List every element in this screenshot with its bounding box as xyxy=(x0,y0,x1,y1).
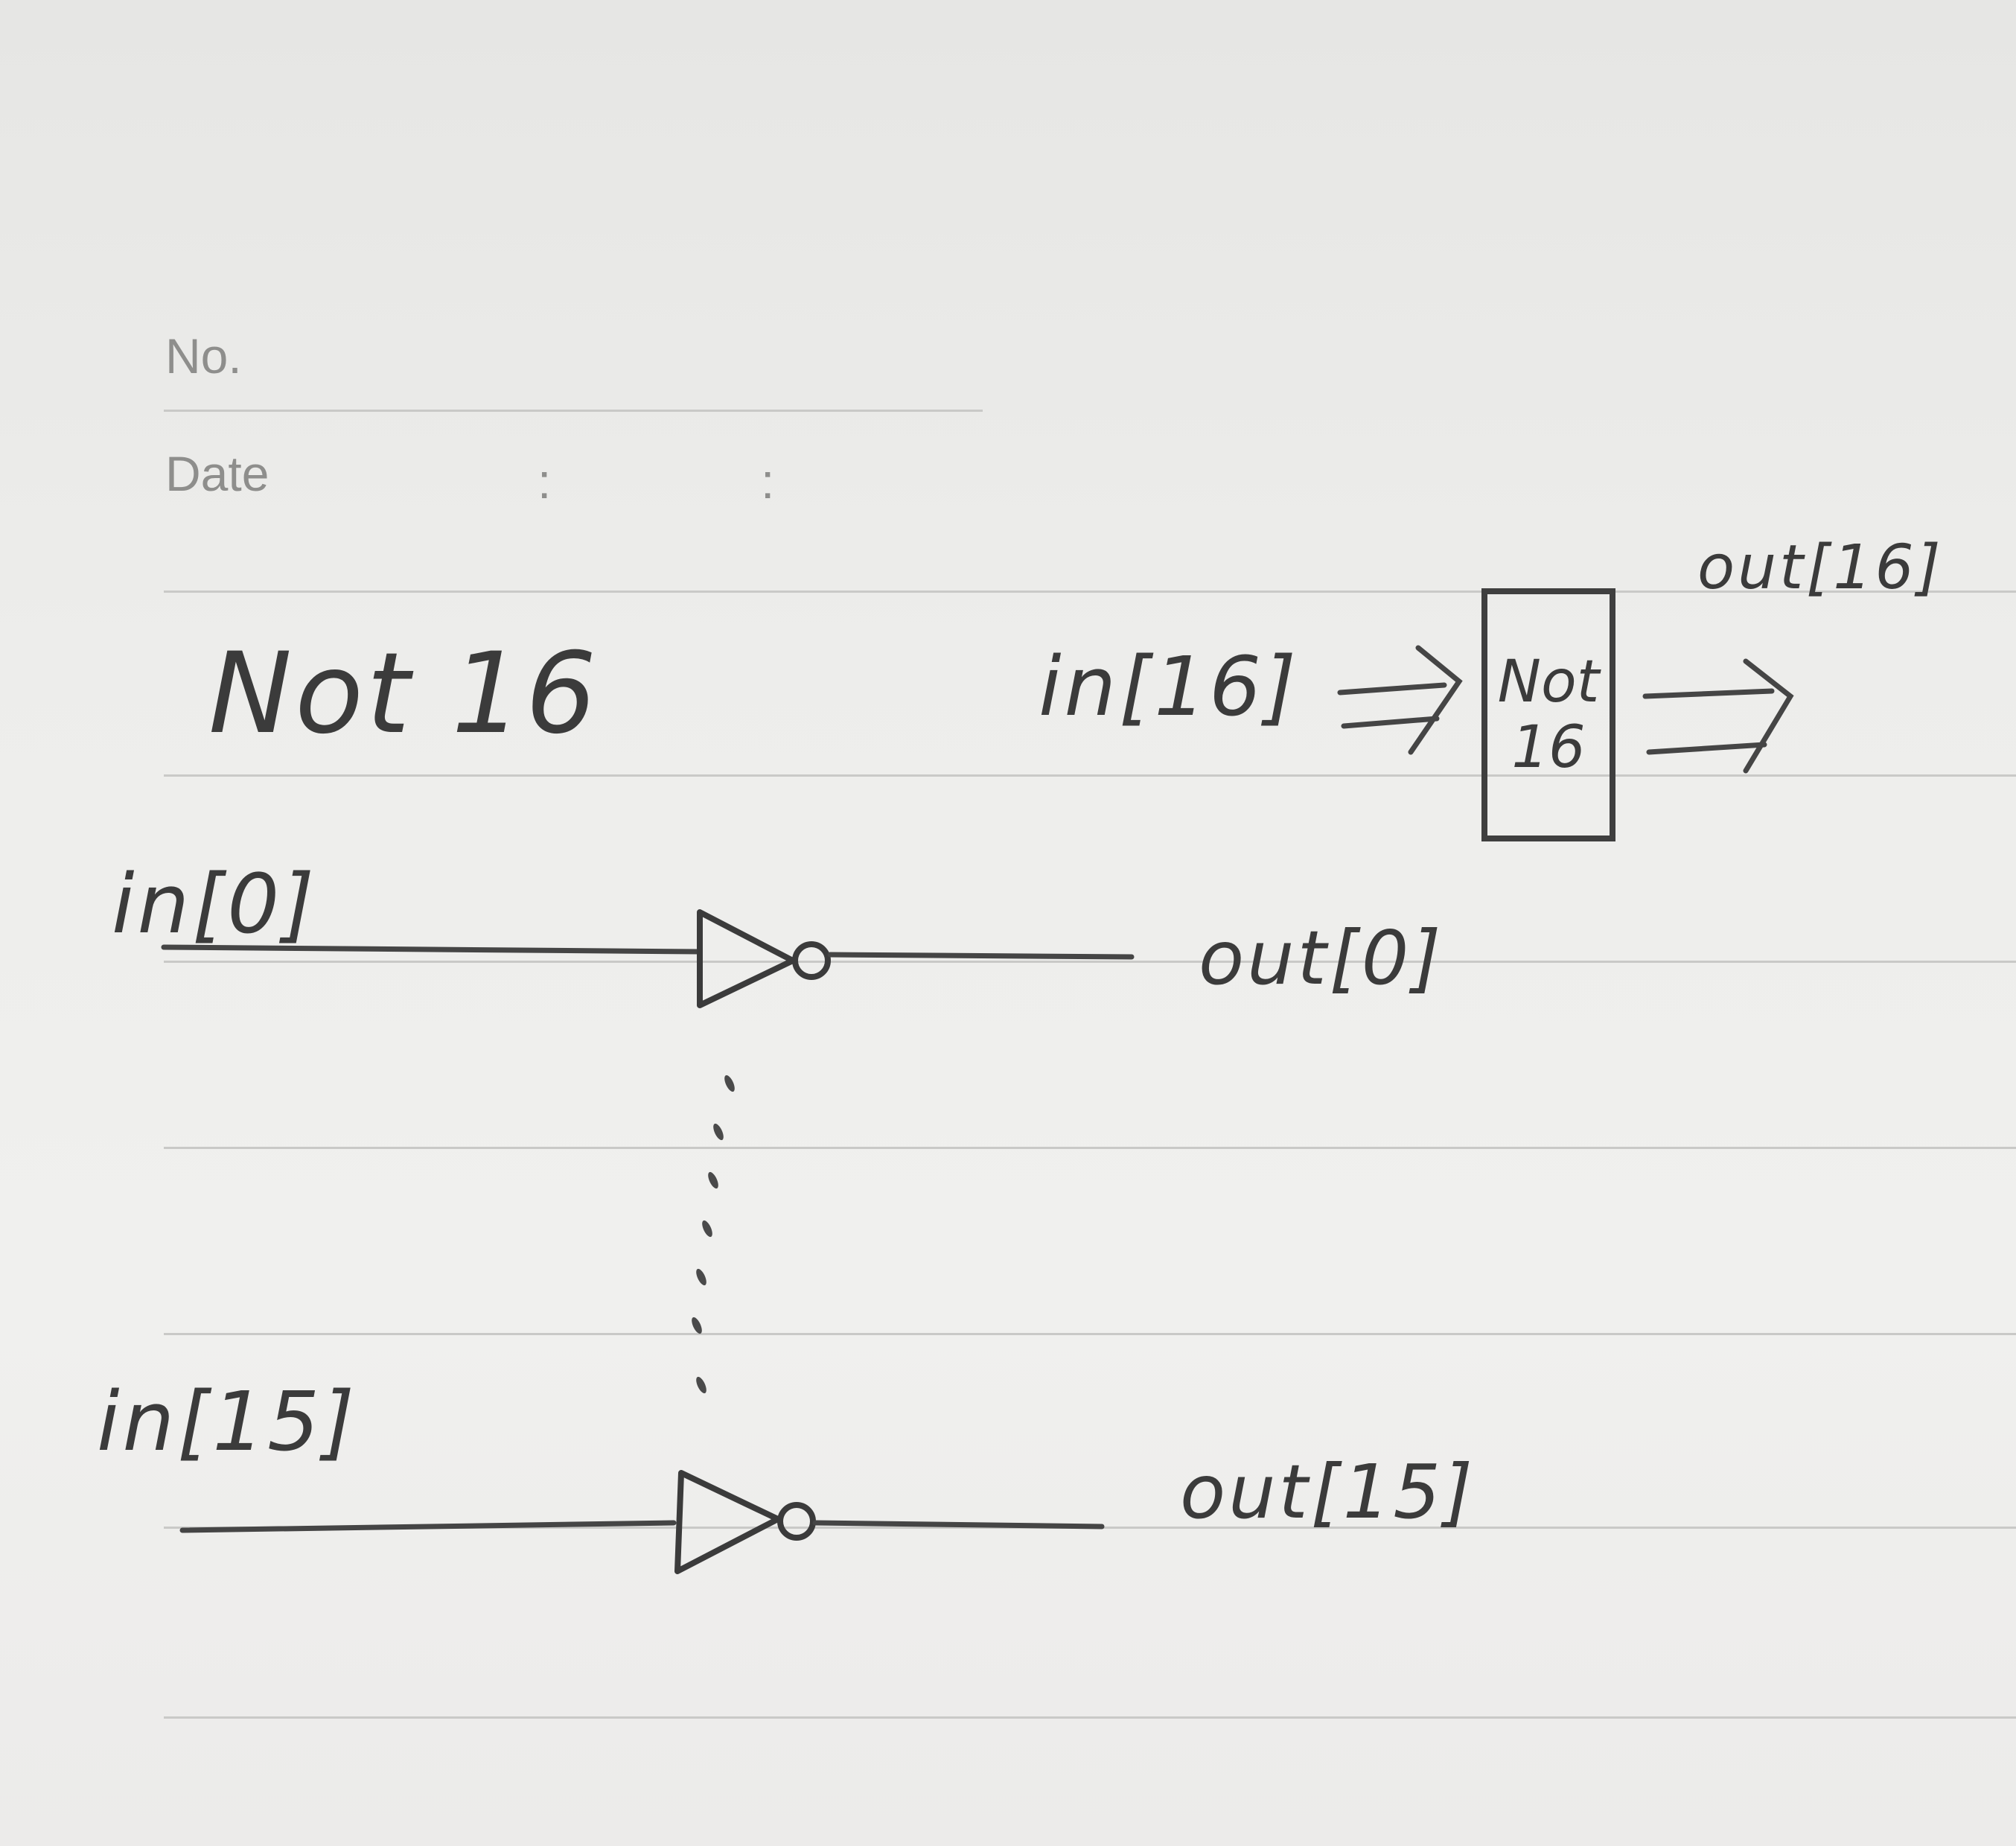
ruled-line-7 xyxy=(164,1716,2016,1719)
gate-15-input-wire xyxy=(179,1520,677,1533)
chip-name-line1: Not xyxy=(1497,649,1600,716)
gate-15-bubble xyxy=(777,1502,816,1541)
chip-output-label: out[16] xyxy=(1697,532,1944,603)
not-gate-0 xyxy=(161,909,1135,1008)
ruled-line-3 xyxy=(164,961,2016,963)
gate-0-input-wire xyxy=(161,944,703,955)
ruled-line-1 xyxy=(164,591,2016,593)
chip-input-arrow xyxy=(1337,645,1463,755)
not16-chip: Not 16 xyxy=(1481,588,1615,841)
gate-0-output-label: out[0] xyxy=(1199,914,1444,1002)
gate-0-output-wire xyxy=(827,952,1135,960)
gate-15-output-wire xyxy=(812,1520,1105,1530)
chip-input-label: in[16] xyxy=(1039,639,1300,734)
diagram-title: Not 16 xyxy=(208,629,600,759)
ruled-line-2 xyxy=(164,774,2016,777)
ellipsis-dots xyxy=(692,1075,735,1394)
gate-0-bubble xyxy=(792,941,831,980)
gate-0-triangle xyxy=(697,909,796,1008)
gate-15-triangle xyxy=(674,1470,781,1574)
date-label: Date xyxy=(165,446,269,501)
no-label: No. xyxy=(165,328,242,383)
gate-15-output-label: out[15] xyxy=(1180,1448,1476,1535)
gate-0-input-label: in[0] xyxy=(112,856,318,952)
gate-15-input-label: in[15] xyxy=(97,1374,358,1469)
no-line xyxy=(164,410,983,412)
ruled-line-4 xyxy=(164,1147,2016,1149)
chip-name-line2: 16 xyxy=(1511,714,1586,781)
ruled-line-5 xyxy=(164,1333,2016,1335)
date-separator-1: : xyxy=(538,453,552,509)
date-separator-2: : xyxy=(761,453,775,509)
not-gate-15 xyxy=(179,1470,1105,1574)
chip-output-arrow xyxy=(1642,658,1794,774)
